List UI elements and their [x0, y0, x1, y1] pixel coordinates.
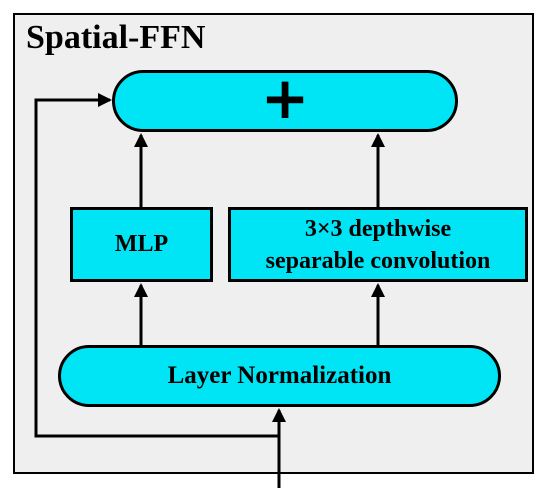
plus-icon: + — [260, 64, 310, 132]
mlp-label: MLP — [114, 231, 169, 257]
depthwise-conv-node: 3×3 depthwise separable convolution — [228, 207, 528, 282]
mlp-node: MLP — [70, 207, 213, 282]
frame-title: Spatial-FFN — [26, 19, 206, 56]
residual-connection — [34, 93, 279, 438]
add-node: + — [112, 64, 458, 132]
conv-label-line2: separable convolution — [265, 247, 491, 274]
conv-label-line1: 3×3 depthwise — [304, 215, 452, 242]
layer-normalization-node: Layer Normalization — [58, 345, 501, 407]
layer-norm-label: Layer Normalization — [167, 362, 392, 389]
